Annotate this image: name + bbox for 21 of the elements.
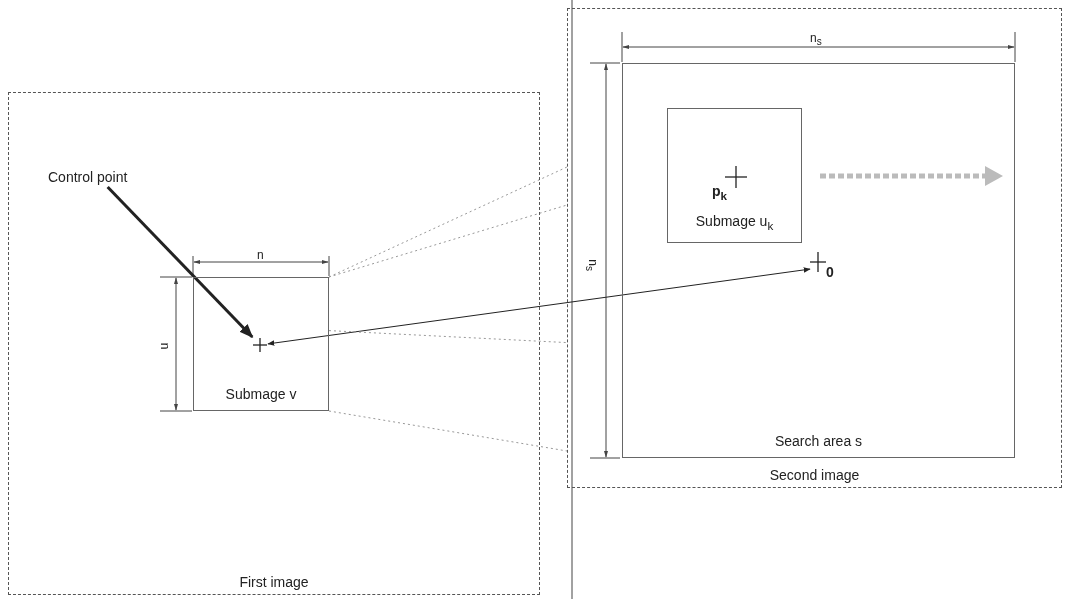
frame-label: Submage v <box>224 386 298 402</box>
point-label: p$_{k}$ <box>712 183 728 204</box>
frame-label: Search area s <box>773 433 864 449</box>
search-area-box <box>622 63 1015 458</box>
dimension-label: n$_{s}$ <box>810 30 822 50</box>
projection-line <box>328 204 568 278</box>
frame-label: First image <box>238 574 310 590</box>
dimension-label: n <box>157 342 174 350</box>
frame-label: Submage u$_{k}$ <box>694 213 775 234</box>
arrow <box>106 185 254 339</box>
frame-label: Second image <box>768 467 861 483</box>
image-frame <box>8 92 540 595</box>
arrow <box>267 267 811 346</box>
callout-label: Control point <box>48 169 128 185</box>
dimension-label: n <box>257 247 264 263</box>
subimage-box <box>667 108 802 243</box>
point-label: 0 <box>826 264 834 280</box>
subimage-box <box>193 277 329 411</box>
image-frame <box>567 8 1062 488</box>
projection-line <box>328 410 568 452</box>
projection-line <box>328 330 568 344</box>
